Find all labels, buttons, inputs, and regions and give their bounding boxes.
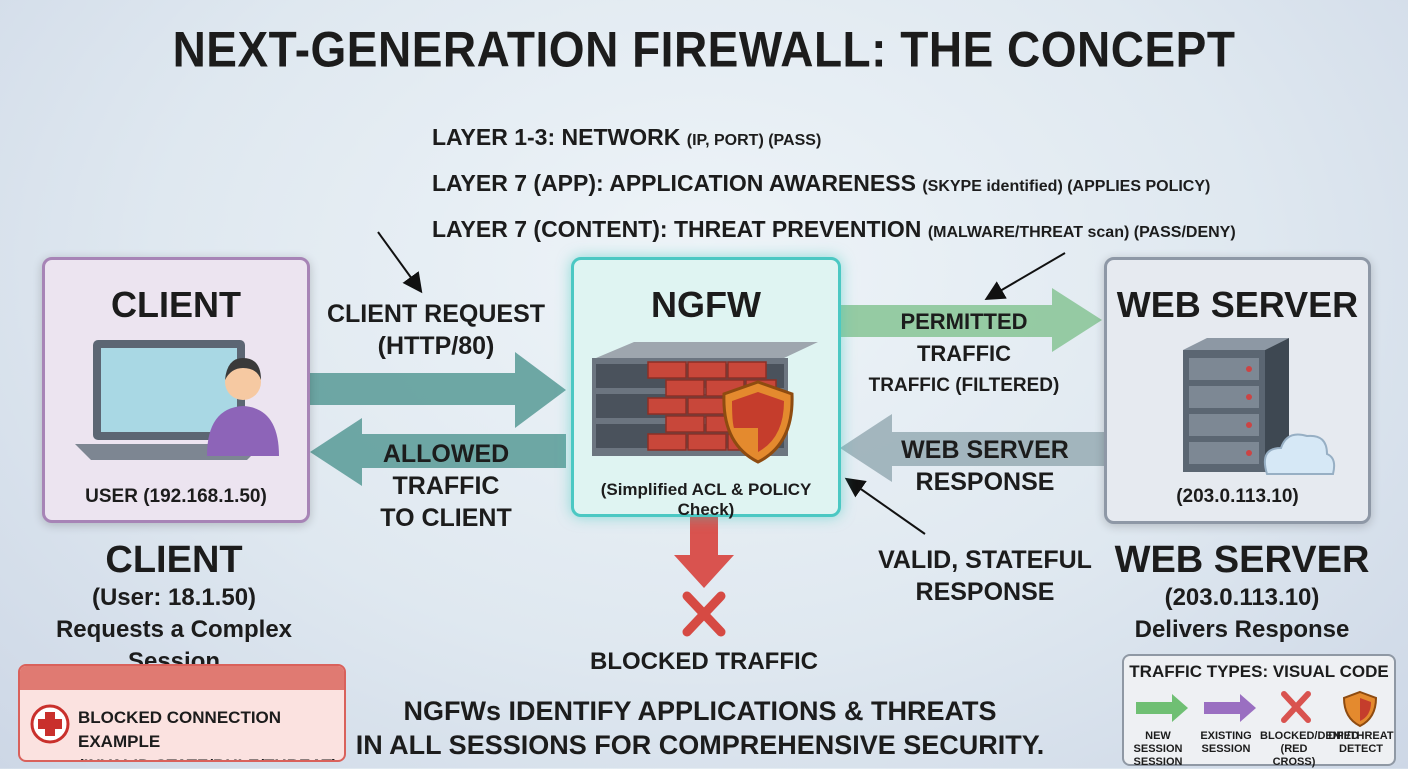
client-box-label: USER (192.168.1.50) xyxy=(85,486,267,507)
layer-item: LAYER 7 (APP): APPLICATION AWARENESS (SK… xyxy=(432,170,1211,196)
client-request-label: CLIENT REQUEST(HTTP/80) xyxy=(326,300,546,360)
client-box: CLIENT USER (192.168.1.50) xyxy=(42,257,310,523)
shield-icon xyxy=(1342,690,1378,728)
blocked-example-text: BLOCKED CONNECTION EXAMPLE(INVALID STATE… xyxy=(78,708,337,760)
firewall-appliance-icon xyxy=(592,342,818,464)
blocked-arrow xyxy=(674,513,734,588)
red-cross-icon xyxy=(682,591,726,637)
callout-arrow xyxy=(984,252,1066,301)
server-box: WEB SERVER (203.0.113.10) xyxy=(1104,257,1371,524)
legend-icons xyxy=(1136,690,1378,728)
legend-item: BLOCKED/DENIED(RED CROSS) xyxy=(1260,730,1360,768)
server-title: WEB SERVER xyxy=(1116,284,1359,325)
server-box-label: (203.0.113.10) xyxy=(1176,486,1299,507)
page-title: NEXT-GENERATION FIREWALL: THE CONCEPT xyxy=(172,20,1236,78)
client-request-arrow xyxy=(306,352,566,428)
layer-item: LAYER 7 (CONTENT): THREAT PREVENTION (MA… xyxy=(432,216,1236,242)
client-title: CLIENT xyxy=(111,284,241,325)
callout-arrow xyxy=(377,231,423,294)
legend-title: TRAFFIC TYPES: VISUAL CODE xyxy=(1129,662,1389,681)
green-arrow-icon xyxy=(1136,694,1188,722)
medical-cross-icon xyxy=(30,704,70,744)
allowed-traffic-arrow xyxy=(310,418,566,486)
laptop-user-icon xyxy=(75,340,279,460)
client-description: CLIENT (User: 18.1.50) Requests a Comple… xyxy=(55,539,293,675)
header-bar xyxy=(20,666,344,690)
server-description: WEB SERVER (203.0.113.10) Delivers Respo… xyxy=(1114,539,1370,643)
ngfw-box: NGFW (Simplified ACL & POLICY Check) xyxy=(571,257,841,519)
layer-list: LAYER 1-3: NETWORK (IP, PORT) (PASS) LAY… xyxy=(432,116,1236,254)
server-cloud-icon xyxy=(1183,338,1336,475)
ngfw-title: NGFW xyxy=(651,284,761,325)
blocked-traffic-label: BLOCKED TRAFFIC xyxy=(590,648,818,675)
layer-item: LAYER 1-3: NETWORK (IP, PORT) (PASS) xyxy=(432,124,822,150)
blocked-connection-example: BLOCKED CONNECTION EXAMPLE(INVALID STATE… xyxy=(18,664,346,762)
server-response-arrow xyxy=(840,414,1104,482)
shield-icon xyxy=(722,380,794,464)
red-cross-icon xyxy=(1281,691,1311,723)
purple-arrow-icon xyxy=(1204,694,1256,722)
permitted-traffic-arrow xyxy=(838,288,1102,352)
callout-arrow xyxy=(844,477,926,535)
ngfw-box-label: (Simplified ACL & POLICY Check) xyxy=(600,480,812,519)
